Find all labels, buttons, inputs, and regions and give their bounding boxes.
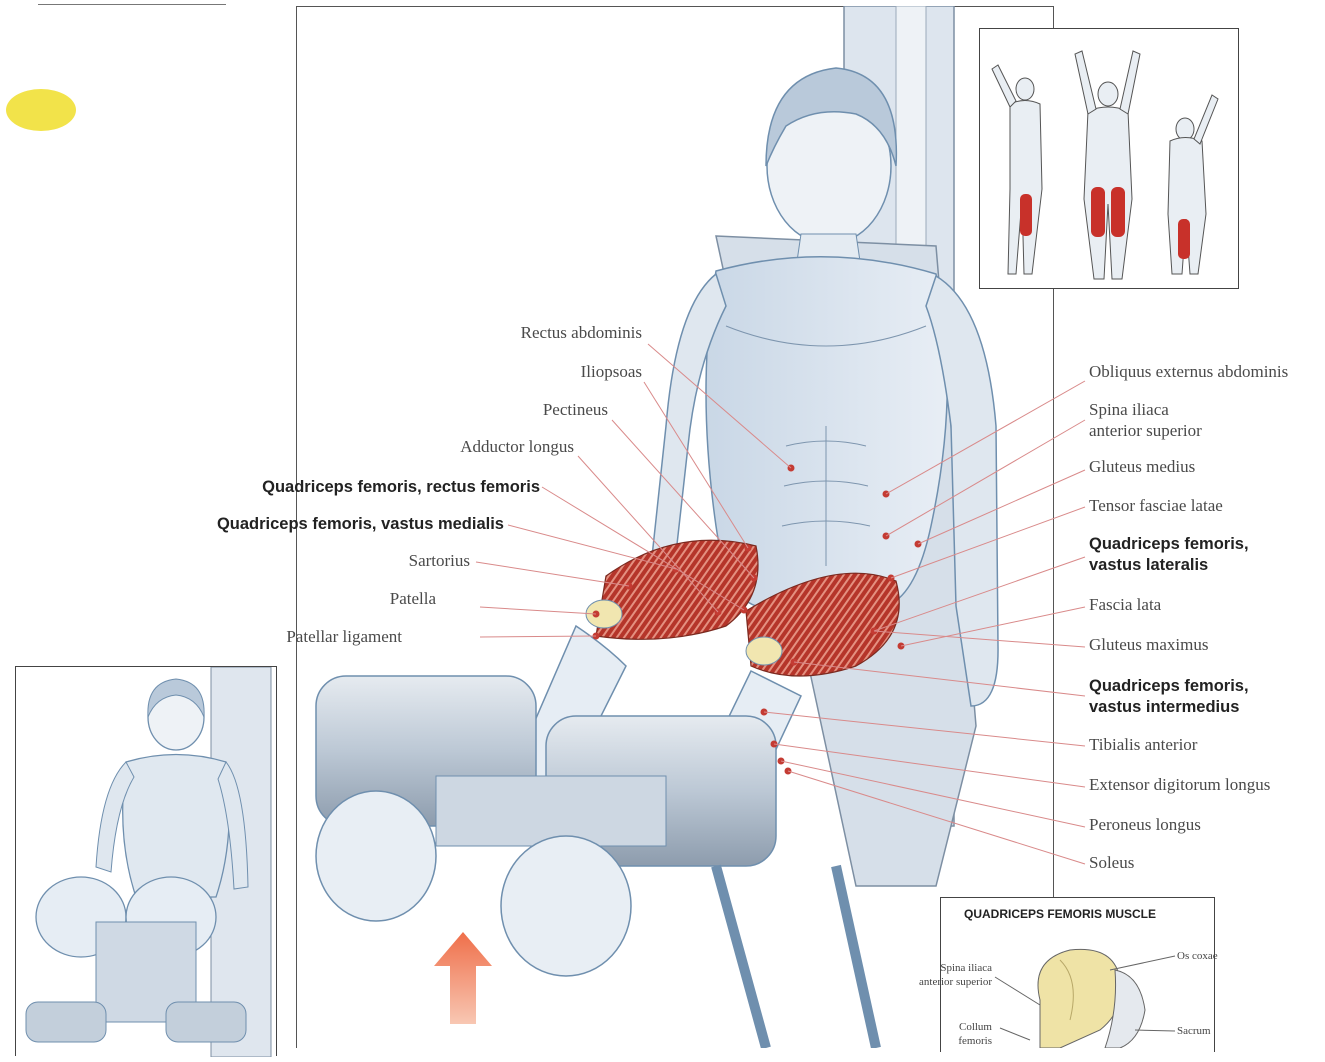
label-vastus-lateralis-1: Quadriceps femoris, [1089,534,1249,554]
label-pectineus: Pectineus [396,400,608,420]
label-vastus-intermedius-2: vastus intermedius [1089,697,1239,717]
label-soleus: Soleus [1089,853,1134,873]
label-rectus-abdominis: Rectus abdominis [430,323,642,343]
label-quadriceps-vastus-medialis: Quadriceps femoris, vastus medialis [144,514,504,534]
label-tensor-fasciae-latae: Tensor fasciae latae [1089,496,1223,516]
label-patella: Patella [224,589,436,609]
label-gluteus-medius: Gluteus medius [1089,457,1195,477]
label-sartorius: Sartorius [258,551,470,571]
label-quadriceps-rectus-femoris: Quadriceps femoris, rectus femoris [180,477,540,497]
label-tibialis-anterior: Tibialis anterior [1089,735,1197,755]
label-patellar-ligament: Patellar ligament [190,627,402,647]
label-obliquus-externus: Obliquus externus abdominis [1089,362,1288,382]
label-fascia-lata: Fascia lata [1089,595,1161,615]
label-vastus-intermedius-1: Quadriceps femoris, [1089,676,1249,696]
label-iliopsoas: Iliopsoas [430,362,642,382]
label-peroneus-longus: Peroneus longus [1089,815,1201,835]
label-spina-iliaca-2: anterior superior [1089,421,1202,441]
label-spina-iliaca-1: Spina iliaca [1089,400,1169,420]
label-vastus-lateralis-2: vastus lateralis [1089,555,1208,575]
label-adductor-longus: Adductor longus [362,437,574,457]
label-extensor-digitorum-longus: Extensor digitorum longus [1089,775,1270,795]
label-gluteus-maximus: Gluteus maximus [1089,635,1208,655]
